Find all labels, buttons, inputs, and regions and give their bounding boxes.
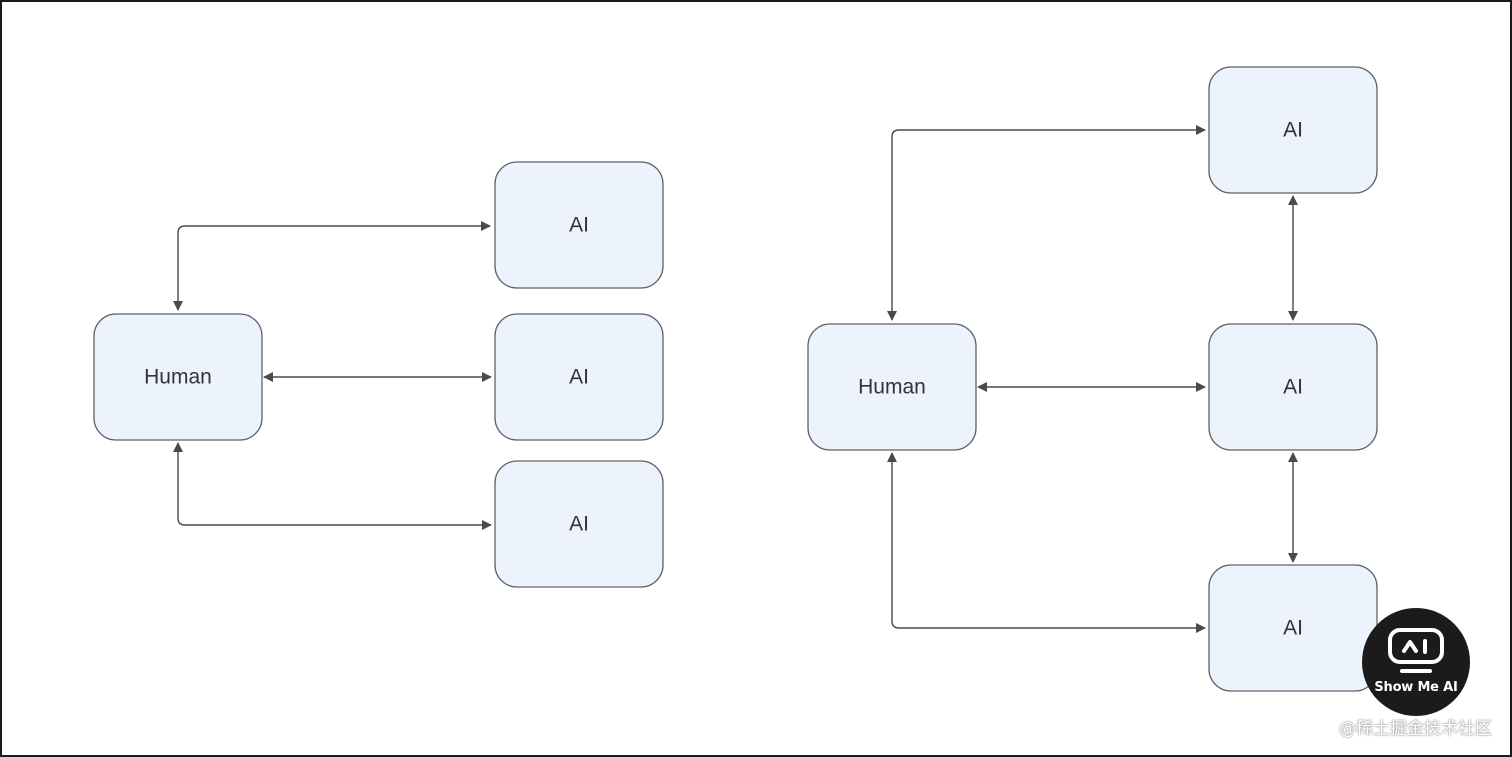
right-ai-middle-node: AI	[1208, 323, 1378, 451]
edge-right-human-to-ai-top	[887, 125, 1206, 321]
edge-left-human-to-ai-top	[173, 221, 491, 311]
robot-face-icon	[1388, 628, 1444, 673]
node-label: AI	[1283, 119, 1303, 142]
badge-label: Show Me AI	[1374, 680, 1458, 695]
show-me-ai-badge: Show Me AI	[1362, 608, 1470, 716]
watermark: @稀土掘金技术社区	[1339, 719, 1492, 739]
left-human-node: Human	[93, 313, 263, 441]
edge-right-human-to-ai-bottom	[887, 452, 1206, 633]
left-ai-bottom-node: AI	[494, 460, 664, 588]
right-ai-bottom-node: AI	[1208, 564, 1378, 692]
edge-left-human-to-ai-bottom	[173, 442, 492, 530]
node-label: AI	[569, 366, 589, 389]
left-ai-top-node: AI	[494, 161, 664, 289]
right-ai-top-node: AI	[1208, 66, 1378, 194]
right-human-node: Human	[807, 323, 977, 451]
node-label: AI	[569, 214, 589, 237]
node-label: AI	[1283, 617, 1303, 640]
node-label: AI	[569, 513, 589, 536]
node-label: Human	[144, 366, 212, 389]
node-label: Human	[858, 376, 926, 399]
node-label: AI	[1283, 376, 1303, 399]
left-ai-middle-node: AI	[494, 313, 664, 441]
